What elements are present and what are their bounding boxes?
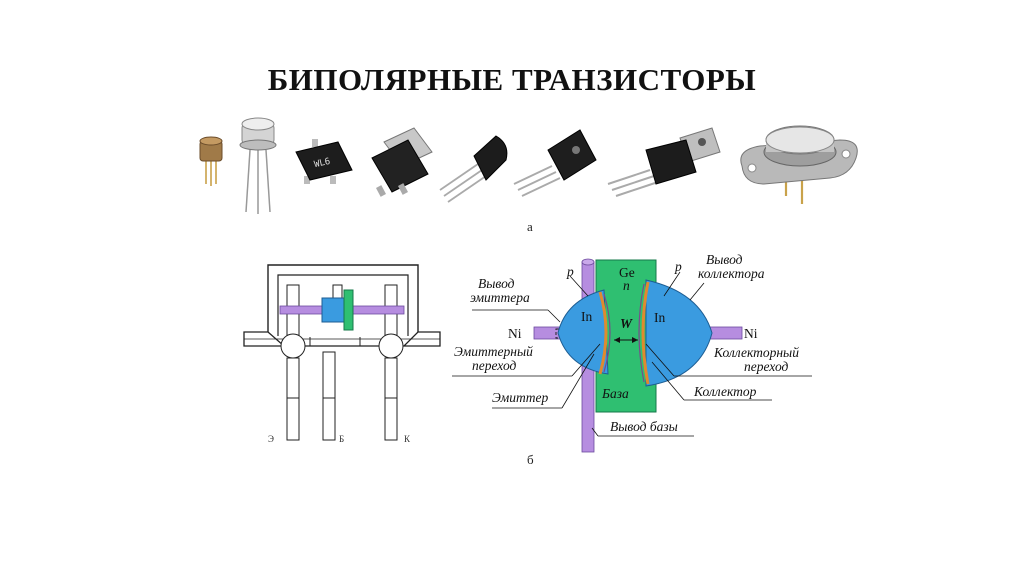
label-collector-lead-1: Вывод xyxy=(706,252,743,267)
label-w: W xyxy=(620,316,633,331)
label-p-left: p xyxy=(566,264,574,279)
pin-label-base: Б xyxy=(339,434,344,444)
transistor-to126 xyxy=(513,129,597,197)
label-collector-lead-2: коллектора xyxy=(698,266,765,281)
label-collector-junction-2: переход xyxy=(744,359,789,374)
transistor-to92 xyxy=(439,135,508,203)
label-collector: Коллектор xyxy=(693,384,757,399)
transistor-dpak xyxy=(371,127,433,197)
label-ge: Ge xyxy=(619,265,635,280)
page-title: БИПОЛЯРНЫЕ ТРАНЗИСТОРЫ xyxy=(267,62,757,97)
caption-a: а xyxy=(527,219,533,234)
label-in-left: In xyxy=(581,309,592,324)
label-ni-right: Ni xyxy=(744,326,758,341)
label-base-lead: Вывод базы xyxy=(610,419,678,434)
label-emitter-lead-2: эмиттера xyxy=(470,290,530,305)
transistor-photos-row: WL6 xyxy=(199,117,858,214)
label-in-right: In xyxy=(654,310,665,325)
label-collector-junction-1: Коллекторный xyxy=(713,345,799,360)
transistor-to220 xyxy=(607,127,721,197)
alloy-transistor-structure: Ge n In In W База p p Вывод эмиттера Ni … xyxy=(452,252,812,453)
label-p-right: p xyxy=(674,259,682,274)
label-base: База xyxy=(601,386,629,401)
label-emitter-junction-2: переход xyxy=(472,358,517,373)
transistor-to3 xyxy=(740,125,858,204)
transistor-smd-sot23: WL6 xyxy=(295,139,353,184)
label-emitter-lead-1: Вывод xyxy=(478,276,515,291)
label-emitter-junction-1: Эмиттерный xyxy=(454,344,533,359)
caption-b: б xyxy=(527,452,534,467)
svg-text:WL6: WL6 xyxy=(313,157,331,170)
transistor-package-cross-section: Э Б К xyxy=(243,264,441,444)
pin-label-emitter: Э xyxy=(268,434,274,444)
label-ni-left: Ni xyxy=(508,326,522,341)
label-emitter: Эмиттер xyxy=(492,390,549,405)
pin-label-collector: К xyxy=(404,434,411,444)
transistor-silver-can xyxy=(239,117,277,214)
label-n: n xyxy=(623,278,630,293)
transistor-small-metal-can xyxy=(199,136,223,186)
